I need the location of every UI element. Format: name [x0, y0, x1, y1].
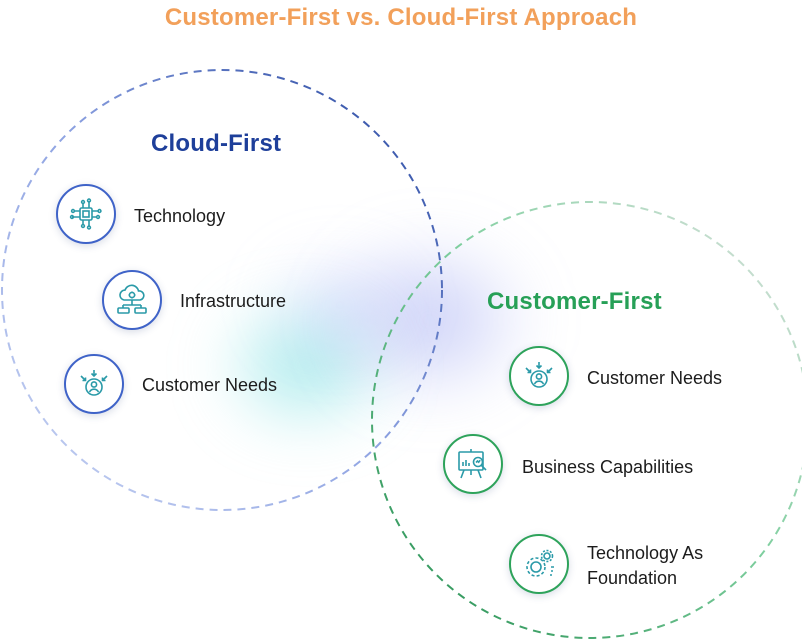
business-capabilities-badge: [443, 434, 503, 494]
gears-icon: [526, 549, 554, 577]
customer-first-circle: [371, 201, 802, 639]
technology-foundation-badge: [509, 534, 569, 594]
customer-item-technology-foundation-label: Technology As Foundation: [587, 543, 704, 588]
customer-first-heading: Customer-First: [487, 288, 662, 315]
cloud-item-infrastructure-label: Infrastructure: [180, 291, 287, 311]
infrastructure-badge: [102, 270, 162, 330]
cloud-first-circle: [1, 69, 443, 511]
customer-target-icon: [80, 370, 108, 396]
customer-item-business-capabilities-label: Business Capabilities: [522, 457, 694, 477]
cloud-server-icon: [117, 284, 147, 314]
cloud-item-customer-needs-label: Customer Needs: [142, 375, 278, 395]
cloud-first-heading: Cloud-First: [151, 130, 282, 157]
customer-item-customer-needs-label: Customer Needs: [587, 368, 723, 388]
cloud-item-technology-label: Technology: [134, 206, 226, 226]
cloud-customer-needs-badge: [64, 354, 124, 414]
page-title: Customer-First vs. Cloud-First Approach: [164, 4, 638, 31]
customer-needs-badge: [509, 346, 569, 406]
technology-badge: [56, 184, 116, 244]
analytics-board-icon: [458, 449, 487, 479]
circuit-chip-icon: [69, 198, 102, 230]
customer-target-icon: [525, 362, 553, 388]
